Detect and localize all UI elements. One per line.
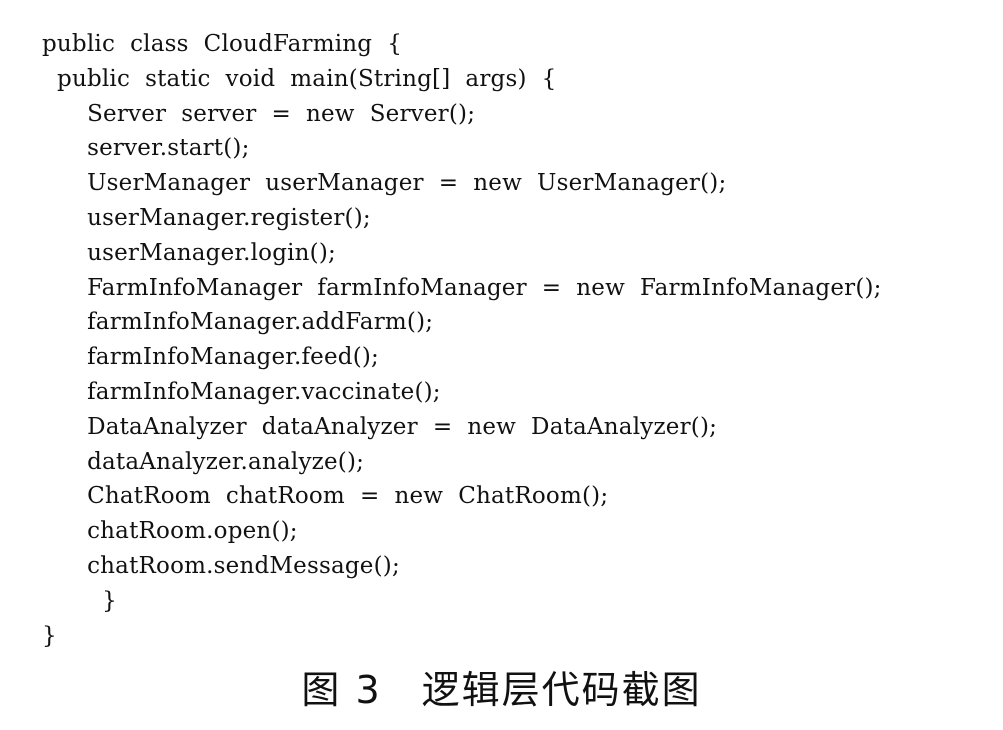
code-line: chatRoom.open();: [42, 518, 298, 545]
code-line: }: [42, 622, 57, 649]
code-line: ChatRoom chatRoom = new ChatRoom();: [42, 483, 609, 510]
code-line: dataAnalyzer.analyze();: [42, 448, 365, 475]
figure-caption: 图 3 逻辑层代码截图: [301, 668, 702, 712]
code-line: userManager.register();: [42, 205, 371, 231]
code-line: FarmInfoManager farmInfoManager = new Fa…: [42, 274, 882, 301]
code-line: DataAnalyzer dataAnalyzer = new DataAnal…: [42, 413, 718, 440]
code-line: }: [42, 587, 117, 614]
code-line: UserManager userManager = new UserManage…: [42, 170, 727, 197]
code-line: public static void main(String[] args) {: [42, 65, 557, 92]
code-line: userManager.login();: [42, 239, 336, 266]
code-block: public class CloudFarming { public stati…: [42, 31, 882, 649]
code-line: chatRoom.sendMessage();: [42, 553, 400, 579]
code-line: farmInfoManager.addFarm();: [42, 309, 434, 336]
code-line: server.start();: [42, 135, 250, 162]
code-line: farmInfoManager.vaccinate();: [42, 379, 441, 405]
code-line: public class CloudFarming {: [42, 31, 403, 57]
code-line: Server server = new Server();: [42, 100, 476, 127]
code-line: farmInfoManager.feed();: [42, 344, 380, 371]
